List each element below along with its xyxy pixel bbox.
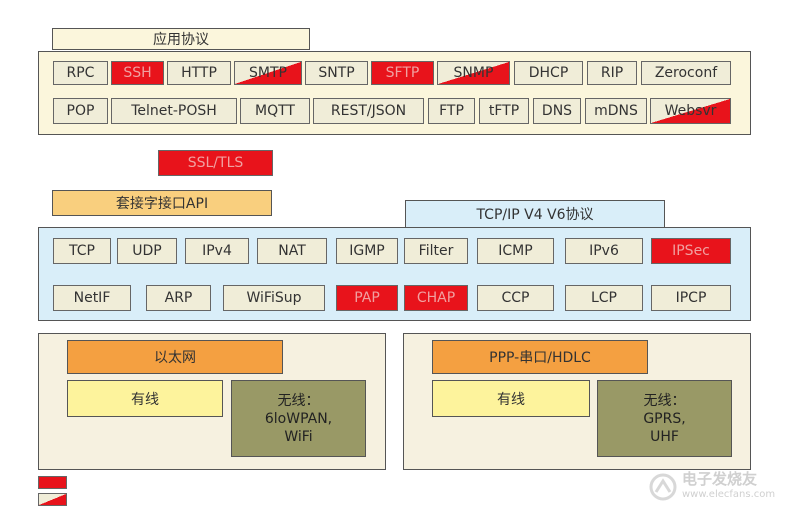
wireless-line: 无线： bbox=[277, 392, 320, 409]
protocol-box: Zeroconf bbox=[641, 61, 731, 85]
protocol-box: IGMP bbox=[336, 238, 398, 264]
ethernet-title: 以太网 bbox=[67, 340, 283, 374]
protocol-box: MQTT bbox=[240, 98, 310, 124]
wireless-line: 6loWPAN, bbox=[264, 410, 333, 427]
application-layer-title: 应用协议 bbox=[52, 28, 310, 50]
wireless-line: GPRS, bbox=[643, 410, 686, 427]
protocol-box: NAT bbox=[257, 238, 327, 264]
legend-red-swatch bbox=[38, 476, 67, 489]
protocol-box: IPCP bbox=[651, 285, 731, 311]
ppp-title: PPP-串口/HDLC bbox=[432, 340, 648, 374]
ppp-wireless-box: 无线： GPRS, UHF bbox=[597, 380, 732, 457]
protocol-box: RPC bbox=[53, 61, 108, 85]
socket-api-box: 套接字接口API bbox=[52, 190, 272, 216]
protocol-box: ARP bbox=[146, 285, 211, 311]
ethernet-wired-box: 有线 bbox=[67, 380, 223, 417]
protocol-box: CCP bbox=[477, 285, 554, 311]
protocol-box: LCP bbox=[565, 285, 643, 311]
wireless-line: 无线： bbox=[643, 392, 686, 409]
protocol-box: SSH bbox=[111, 61, 164, 85]
protocol-box: IPv4 bbox=[185, 238, 249, 264]
protocol-box: ICMP bbox=[477, 238, 554, 264]
protocol-box: PAP bbox=[336, 285, 398, 311]
protocol-box: FTP bbox=[428, 98, 475, 124]
protocol-box: SNTP bbox=[305, 61, 368, 85]
watermark: 电子发烧友 www.elecfans.com bbox=[648, 466, 782, 508]
tcpip-layer-title: TCP/IP V4 V6协议 bbox=[405, 200, 665, 227]
protocol-box: Websvr bbox=[650, 98, 731, 124]
protocol-box: DHCP bbox=[514, 61, 583, 85]
protocol-box: CHAP bbox=[404, 285, 468, 311]
protocol-box: UDP bbox=[117, 238, 177, 264]
protocol-box: SFTP bbox=[371, 61, 434, 85]
protocol-box: SNMP bbox=[437, 61, 510, 85]
protocol-box: REST/JSON bbox=[313, 98, 424, 124]
protocol-box: tFTP bbox=[479, 98, 529, 124]
protocol-box: TCP bbox=[53, 238, 111, 264]
protocol-box: POP bbox=[53, 98, 108, 124]
protocol-box: RIP bbox=[587, 61, 637, 85]
protocol-box: NetIF bbox=[53, 285, 131, 311]
protocol-box: IPv6 bbox=[565, 238, 643, 264]
watermark-logo-icon bbox=[649, 473, 677, 501]
protocol-box: Telnet-POSH bbox=[111, 98, 237, 124]
wireless-line: UHF bbox=[650, 428, 679, 445]
watermark-domain: www.elecfans.com bbox=[682, 489, 776, 500]
protocol-box: SMTP bbox=[234, 61, 302, 85]
wireless-line: WiFi bbox=[284, 428, 313, 445]
ssl-tls-box: SSL/TLS bbox=[158, 150, 273, 176]
protocol-box: HTTP bbox=[167, 61, 231, 85]
watermark-text: 电子发烧友 bbox=[682, 470, 758, 488]
ethernet-wireless-box: 无线： 6loWPAN, WiFi bbox=[231, 380, 366, 457]
protocol-box: IPSec bbox=[651, 238, 731, 264]
protocol-box: mDNS bbox=[585, 98, 647, 124]
protocol-box: Filter bbox=[404, 238, 468, 264]
ppp-wired-box: 有线 bbox=[432, 380, 590, 417]
protocol-box: WiFiSup bbox=[223, 285, 325, 311]
protocol-box: DNS bbox=[533, 98, 581, 124]
legend-half-swatch bbox=[38, 493, 67, 506]
